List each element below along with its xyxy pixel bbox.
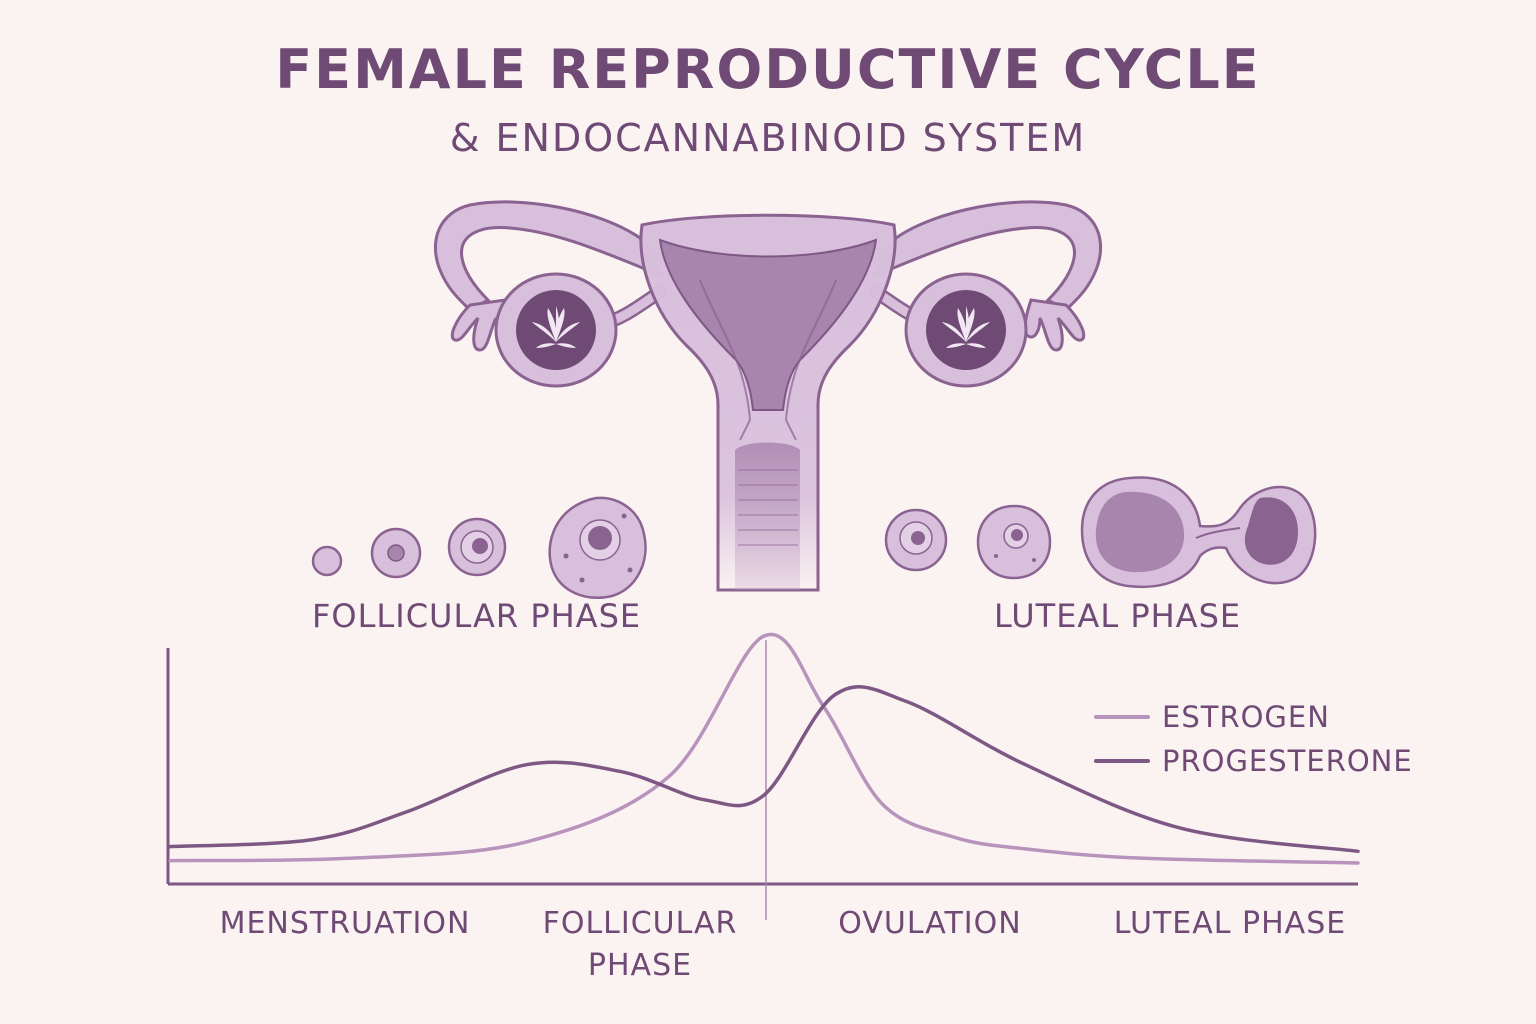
x-label-ovulation: OVULATION (838, 906, 1022, 941)
follicle-stage-2 (370, 527, 422, 579)
right-ovary (904, 272, 1028, 388)
luteal-stage-1 (884, 508, 948, 572)
legend-progesterone-label: PROGESTERONE (1162, 744, 1413, 778)
corpus-luteum (1080, 476, 1317, 589)
uterine-cavity (658, 238, 878, 411)
x-label-follicular-line1: FOLLICULAR (542, 906, 738, 941)
follicular-phase-label: FOLLICULAR PHASE (312, 597, 642, 635)
luteal-stage-2 (976, 504, 1052, 580)
cannabis-leaf-icon (532, 306, 580, 354)
cannabis-leaf-icon (942, 306, 990, 354)
vaginal-canal (735, 442, 800, 590)
hormone-chart (166, 632, 1360, 920)
follicle-stages-follicular (311, 496, 647, 599)
right-fimbriae (1023, 298, 1086, 352)
luteal-phase-label: LUTEAL PHASE (994, 597, 1242, 635)
estrogen-series-line (168, 632, 1360, 865)
x-label-menstruation: MENSTRUATION (219, 906, 471, 941)
progesterone-series-line (168, 685, 1360, 854)
follicle-stage-4 (548, 496, 647, 599)
page-title: FEMALE REPRODUCTIVE CYCLE (275, 38, 1261, 101)
x-label-luteal-phase: LUTEAL PHASE (1113, 906, 1347, 941)
x-label-follicular-line2: PHASE (587, 948, 693, 983)
x-label-follicular-phase: FOLLICULAR PHASE (520, 903, 760, 987)
legend-estrogen-label: ESTROGEN (1162, 700, 1330, 734)
page-subtitle: & ENDOCANNABINOID SYSTEM (449, 116, 1087, 160)
follicle-stage-3 (447, 517, 507, 577)
follicle-stages-luteal (884, 476, 1317, 589)
left-ovary (494, 272, 618, 388)
follicle-stage-1 (311, 545, 343, 577)
